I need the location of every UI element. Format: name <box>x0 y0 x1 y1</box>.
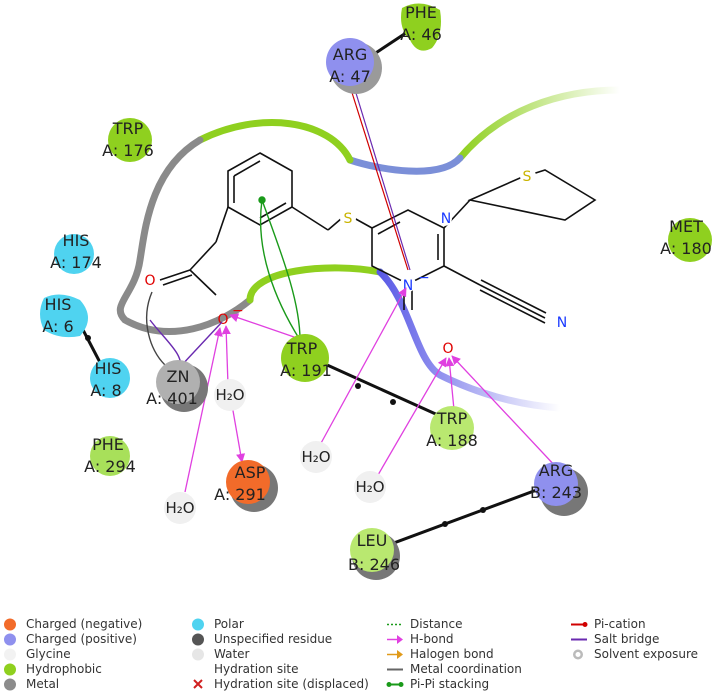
svg-text:A: 188: A: 188 <box>426 431 478 450</box>
atom-n-nitrile: N <box>557 315 567 331</box>
svg-text:TRP: TRP <box>112 119 144 138</box>
svg-text:TRP: TRP <box>286 339 318 358</box>
svg-text:HIS: HIS <box>63 231 90 250</box>
atom-o-minus: O <box>217 312 228 328</box>
svg-text:A: 174: A: 174 <box>50 253 102 272</box>
water-sites: H₂O H₂O H₂O H₂O <box>164 379 386 524</box>
contact-dots <box>85 335 486 527</box>
svg-text:B: 246: B: 246 <box>348 555 400 574</box>
svg-text:A: 176: A: 176 <box>102 141 154 160</box>
svg-text:A: 401: A: 401 <box>146 389 198 408</box>
svg-text:PHE: PHE <box>405 3 437 22</box>
ligand-atoms: S S N N − N O O O − <box>144 169 567 357</box>
residue-met-180: MET A: 180 <box>660 217 712 262</box>
svg-text:PHE: PHE <box>92 435 124 454</box>
svg-text:ASP: ASP <box>235 463 266 482</box>
metal-coordination <box>145 291 166 366</box>
svg-text:A: 294: A: 294 <box>84 457 136 476</box>
atom-o-acid: O <box>144 273 155 289</box>
atom-s-linker: S <box>344 211 353 227</box>
water-label: H₂O <box>215 386 244 404</box>
charge-n: − <box>418 270 430 286</box>
svg-text:A: 6: A: 6 <box>42 317 73 336</box>
svg-text:A: 47: A: 47 <box>329 67 371 86</box>
atom-s-thiophene: S <box>523 169 532 185</box>
svg-text:A: 46: A: 46 <box>400 25 442 44</box>
svg-text:ZN: ZN <box>167 367 190 386</box>
svg-text:A: 191: A: 191 <box>280 361 332 380</box>
svg-text:A: 8: A: 8 <box>90 381 121 400</box>
residue-trp-176: TRP A: 176 <box>102 118 154 162</box>
ligand <box>159 152 597 324</box>
legend: Charged (negative) Charged (positive) Gl… <box>0 613 726 693</box>
svg-text:A: 291: A: 291 <box>214 485 266 504</box>
h-bonds <box>184 287 558 493</box>
svg-text:TRP: TRP <box>436 409 468 428</box>
residue-trp-188: TRP A: 188 <box>426 406 478 450</box>
atom-n-minus: N <box>403 278 413 294</box>
water-label: H₂O <box>301 448 330 466</box>
svg-text:B: 243: B: 243 <box>530 483 582 502</box>
svg-text:HIS: HIS <box>45 295 72 314</box>
residue-his-174: HIS A: 174 <box>50 231 102 274</box>
residue-arg-243: ARG B: 243 <box>530 461 588 516</box>
svg-text:A: 180: A: 180 <box>660 239 712 258</box>
water-label: H₂O <box>355 478 384 496</box>
svg-text:ARG: ARG <box>333 45 367 64</box>
interaction-diagram: S S N N − N O O O − <box>40 3 712 580</box>
water-label: H₂O <box>165 499 194 517</box>
residue-his-8: HIS A: 8 <box>90 358 130 400</box>
pocket-outline <box>116 86 624 412</box>
atom-n-ring: N <box>441 211 451 227</box>
residue-phe-46: PHE A: 46 <box>400 3 442 51</box>
residue-phe-294: PHE A: 294 <box>84 435 136 476</box>
pi-cation-line <box>347 79 411 271</box>
residue-his-6: HIS A: 6 <box>40 294 88 338</box>
svg-text:MET: MET <box>669 217 703 236</box>
residue-zn-401: ZN A: 401 <box>146 360 208 412</box>
svg-text:ARG: ARG <box>539 461 573 480</box>
svg-text:HIS: HIS <box>95 359 122 378</box>
charge-o: − <box>232 303 244 319</box>
residue-asp-291: ASP A: 291 <box>214 460 278 512</box>
residue-arg-47: ARG A: 47 <box>326 38 382 94</box>
svg-text:LEU: LEU <box>357 531 388 550</box>
atom-o-keto: O <box>442 341 453 357</box>
residue-trp-191: TRP A: 191 <box>280 334 332 382</box>
residue-leu-246: LEU B: 246 <box>348 528 400 580</box>
